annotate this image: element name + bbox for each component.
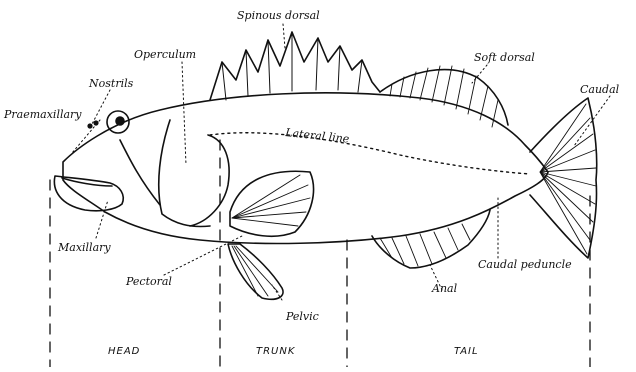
nostril-1: [88, 124, 92, 128]
spinous-dorsal-fin: [210, 32, 380, 100]
preoperculum: [159, 120, 210, 227]
label-caudal-peduncle: Caudal peduncle: [478, 258, 572, 271]
label-soft-dorsal: Soft dorsal: [474, 51, 535, 64]
label-praemaxillary: Praemaxillary: [3, 108, 82, 121]
operculum-edge: [190, 135, 229, 226]
label-caudal: Caudal: [580, 83, 620, 96]
region-tail: TAIL: [454, 346, 479, 357]
pectoral-fin: [230, 171, 314, 236]
pupil: [116, 117, 124, 125]
lateral-line: [210, 133, 530, 174]
label-pelvic: Pelvic: [285, 310, 319, 323]
label-spinous-dorsal: Spinous dorsal: [237, 9, 320, 22]
region-head: HEAD: [108, 346, 140, 357]
label-maxillary: Maxillary: [57, 241, 111, 254]
spinous-dorsal-rays: [222, 32, 362, 100]
cheek-line: [120, 140, 160, 205]
label-lateral-line: Lateral line: [284, 126, 351, 146]
label-nostrils: Nostrils: [88, 77, 134, 90]
region-trunk: TRUNK: [256, 346, 296, 357]
anal-fin: [372, 210, 490, 268]
pectoral-rays: [232, 175, 310, 226]
label-anal: Anal: [431, 282, 458, 295]
region-dividers: [50, 140, 590, 367]
label-pectoral: Pectoral: [125, 275, 172, 288]
label-operculum: Operculum: [134, 48, 196, 61]
